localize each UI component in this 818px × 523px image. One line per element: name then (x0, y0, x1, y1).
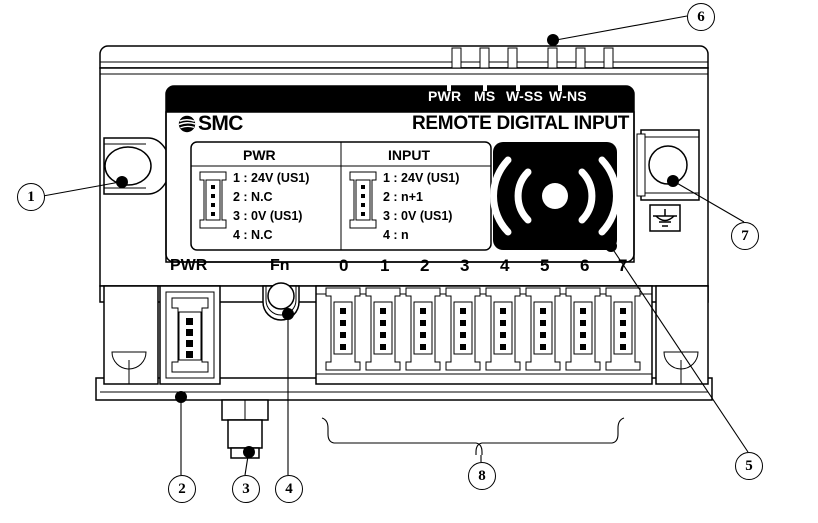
input-pin-4: 4 : n (383, 228, 409, 242)
input-port (485, 287, 521, 371)
right-mounting-hole (636, 129, 700, 201)
port-label-0: 0 (339, 256, 349, 275)
pinout-header-input: INPUT (388, 147, 430, 163)
input-connector-glyph (349, 171, 377, 229)
port-label-5: 5 (540, 256, 550, 275)
callout-2: 2 (168, 475, 196, 503)
port-label-fn: Fn (270, 257, 290, 274)
port-label-4: 4 (500, 256, 510, 275)
left-mounting-hole (103, 137, 171, 195)
callout-leaders (42, 15, 749, 476)
pinout-header-pwr: PWR (243, 147, 276, 163)
led-label-w-ss: W-SS (506, 88, 544, 104)
port-label-6: 6 (580, 256, 590, 275)
led-label-ms: MS (474, 88, 496, 104)
top-led-windows (451, 47, 614, 69)
input-port (605, 287, 641, 371)
input-connector-bank (315, 285, 709, 385)
pwr-pin-1: 1 : 24V (US1) (233, 171, 310, 185)
port-label-1: 1 (380, 256, 390, 275)
input-port (405, 287, 441, 371)
connector-pinout-table (190, 141, 492, 251)
smc-wordmark: SMC (198, 112, 243, 135)
input-port (365, 287, 401, 371)
input-port (565, 287, 601, 371)
callout-4: 4 (275, 475, 303, 503)
input-port (325, 287, 361, 371)
smc-globe-icon (178, 115, 196, 132)
product-title: REMOTE DIGITAL INPUT (412, 113, 630, 134)
pwr-pin-4: 4 : N.C (233, 228, 273, 242)
led-label-pwr: PWR (428, 88, 462, 104)
smc-logo: SMC (178, 113, 243, 134)
functional-earth-icon (649, 204, 681, 232)
port-label-2: 2 (420, 256, 430, 275)
port-label-pwr: PWR (170, 257, 208, 274)
led-label-w-ns: W-NS (549, 88, 587, 104)
wireless-signal-icon (490, 142, 620, 250)
callout-7: 7 (731, 222, 759, 250)
input-pin-1: 1 : 24V (US1) (383, 171, 460, 185)
input-pin-3: 3 : 0V (US1) (383, 209, 453, 223)
power-connector-housing (103, 285, 221, 385)
pwr-connector-glyph (199, 171, 227, 229)
port-label-7: 7 (618, 256, 628, 275)
callout-1: 1 (17, 183, 45, 211)
pwr-pin-3: 3 : 0V (US1) (233, 209, 303, 223)
pwr-pin-2: 2 : N.C (233, 190, 273, 204)
callout-5: 5 (735, 452, 763, 480)
callout-6: 6 (687, 3, 715, 31)
callout-8: 8 (468, 462, 496, 490)
input-pin-2: 2 : n+1 (383, 190, 423, 204)
port-label-3: 3 (460, 256, 470, 275)
input-port (525, 287, 561, 371)
callout-3: 3 (232, 475, 260, 503)
input-port (445, 287, 481, 371)
